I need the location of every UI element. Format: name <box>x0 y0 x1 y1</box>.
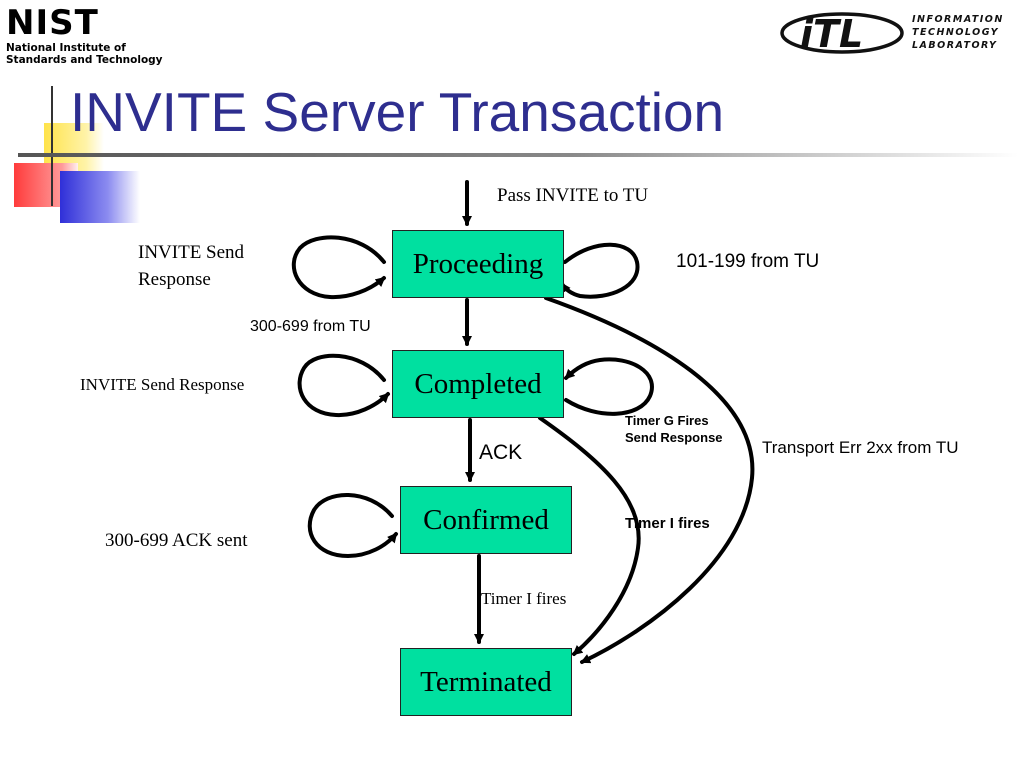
state-completed: Completed <box>392 350 564 418</box>
label-invite-send-line2: Response <box>138 269 211 290</box>
label-invite-send-line1: INVITE Send <box>138 242 245 263</box>
label-timer-g-line2: Send Response <box>625 430 723 445</box>
label-timer-g-fires: Timer G Fires Send Response <box>625 412 723 446</box>
slide-title: INVITE Server Transaction <box>70 81 725 143</box>
itl-logo-caption: INFORMATION TECHNOLOGY LABORATORY <box>912 13 1004 52</box>
decor-vertical-line <box>51 86 53 206</box>
loop-completed-left <box>297 353 390 418</box>
edge-proceeding-to-terminated <box>544 296 755 664</box>
label-pass-invite: Pass INVITE to TU <box>497 185 649 206</box>
loop-completed-right <box>564 357 654 416</box>
decor-blue-square <box>60 171 140 223</box>
itl-logo-text: iTL <box>800 12 863 56</box>
itl-logo: iTL INFORMATION TECHNOLOGY LABORATORY <box>780 8 1020 58</box>
state-confirmed: Confirmed <box>400 486 572 554</box>
nist-subtitle-line1: National Institute of <box>6 42 126 54</box>
label-invite-send-response-proceeding: INVITE Send Response <box>138 239 244 293</box>
label-ack: ACK <box>479 441 523 464</box>
loop-confirmed-left <box>307 493 398 559</box>
itl-logo-mark: iTL <box>780 12 904 56</box>
label-101-199-from-tu: 101-199 from TU <box>676 251 820 272</box>
state-terminated: Terminated <box>400 648 572 716</box>
loop-proceeding-left <box>291 235 386 300</box>
itl-line3: LABORATORY <box>912 40 998 51</box>
label-300-699-ack-sent: 300-699 ACK sent <box>105 530 248 551</box>
label-timer-g-line1: Timer G Fires <box>625 413 709 428</box>
itl-line2: TECHNOLOGY <box>912 27 1000 38</box>
nist-logo-mark: NIST <box>6 3 99 43</box>
nist-logo-subtitle: National Institute of Standards and Tech… <box>6 42 166 66</box>
label-timer-i-fires: Timer I fires <box>481 589 567 608</box>
nist-logo: NIST National Institute of Standards and… <box>6 6 166 66</box>
itl-line1: INFORMATION <box>912 14 1004 25</box>
loop-proceeding-right <box>560 242 640 299</box>
label-invite-send-response-completed: INVITE Send Response <box>80 375 245 394</box>
title-underline <box>18 153 1018 157</box>
label-300-699-from-tu: 300-699 from TU <box>250 318 371 335</box>
label-timer-i-fires-bold: Timer I fires <box>625 515 710 532</box>
nist-subtitle-line2: Standards and Technology <box>6 54 163 66</box>
state-proceeding: Proceeding <box>392 230 564 298</box>
label-transport-err-2xx: Transport Err 2xx from TU <box>762 438 959 457</box>
